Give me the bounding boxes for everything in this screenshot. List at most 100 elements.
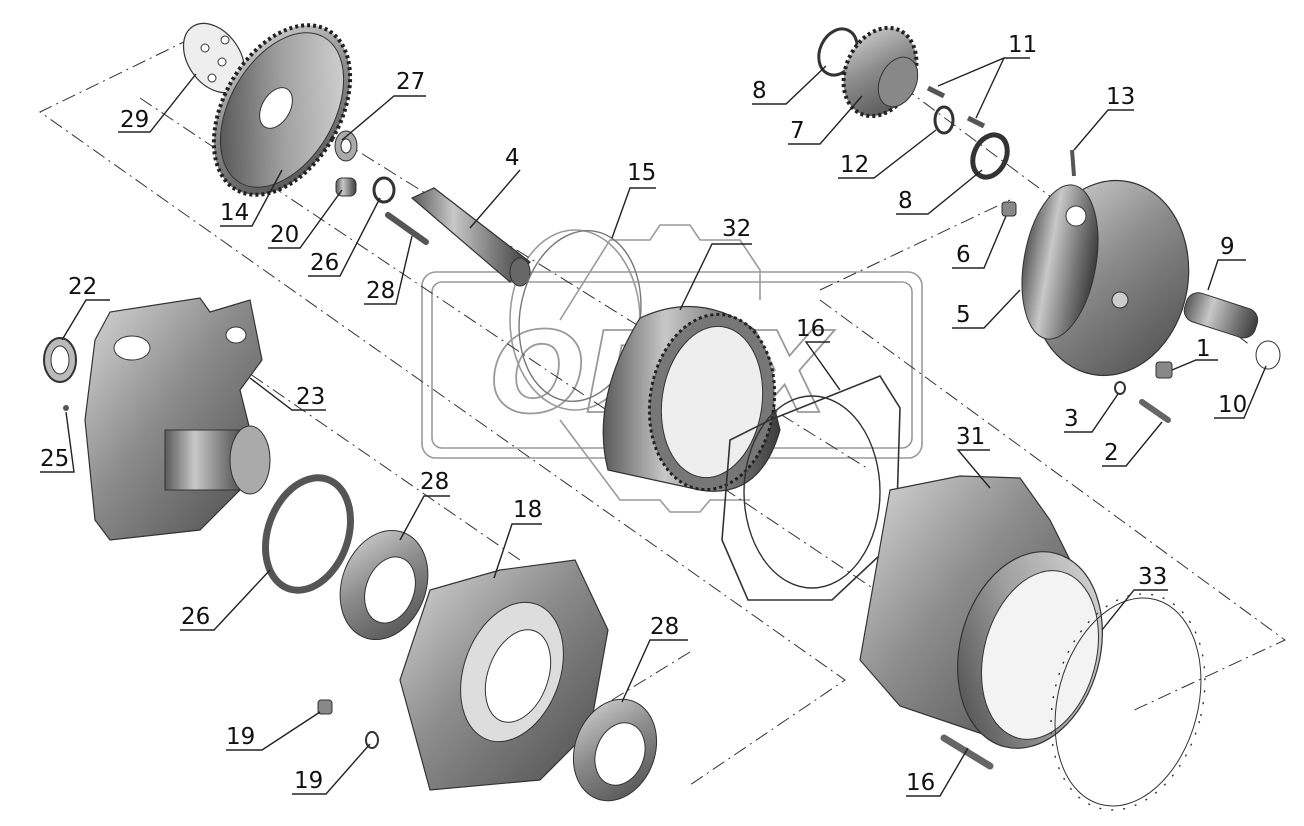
part-number: 18 xyxy=(513,497,542,523)
part-27-shape xyxy=(261,474,355,594)
callout-27: 26 xyxy=(180,569,271,631)
part-22-shape xyxy=(43,337,77,383)
callout-14: 14 xyxy=(220,169,283,227)
callout-5: 5 xyxy=(952,289,1021,329)
callout-1: 1 xyxy=(1171,336,1218,371)
part-number: 20 xyxy=(270,222,299,248)
part-number: 4 xyxy=(505,145,520,171)
part-number: 14 xyxy=(220,200,249,226)
callout-11: 11 xyxy=(937,32,1037,119)
part-number: 6 xyxy=(956,242,971,268)
part-1-shape xyxy=(1155,361,1173,379)
callout-22: 22 xyxy=(61,274,110,341)
part-number: 7 xyxy=(790,118,805,144)
part-number: 31 xyxy=(956,424,985,450)
part-number: 26 xyxy=(181,604,210,630)
callout-28b: 28 xyxy=(621,614,688,703)
part-number: 32 xyxy=(722,216,751,242)
callout-26: 26 xyxy=(308,197,381,277)
part-number: 28 xyxy=(420,469,449,495)
part-18-shape xyxy=(399,559,609,791)
part-4-shape xyxy=(410,187,531,287)
callout-17: 16 xyxy=(796,316,841,391)
part-2-shape xyxy=(1139,399,1171,423)
part-9-shape xyxy=(1183,292,1259,339)
part-number: 9 xyxy=(1220,234,1235,260)
callout-30: 28 xyxy=(364,235,413,305)
callout-12: 12 xyxy=(838,129,937,179)
callout-28a: 28 xyxy=(399,469,450,541)
part-32-shape xyxy=(602,305,781,492)
part-number: 19 xyxy=(226,724,255,750)
part-31-shape xyxy=(859,475,1103,749)
callout-8a: 8 xyxy=(752,65,827,105)
part-number: 22 xyxy=(68,274,97,300)
part-30-shape xyxy=(385,212,429,245)
part-10-shape xyxy=(1255,340,1281,370)
part-29-shape xyxy=(182,22,246,94)
callout-10: 10 xyxy=(1214,365,1267,419)
part-number: 11 xyxy=(1008,32,1037,58)
callout-32: 32 xyxy=(679,216,752,311)
part-24-shape xyxy=(334,130,358,162)
part-number: 25 xyxy=(40,446,69,472)
part-number: 16 xyxy=(796,316,825,342)
part-5-shape xyxy=(1021,179,1190,377)
part-28a-shape xyxy=(339,529,429,641)
part-number: 8 xyxy=(752,78,767,104)
callout-6: 6 xyxy=(952,215,1007,269)
callout-24: 27 xyxy=(341,69,426,141)
part-26-shape xyxy=(372,176,396,204)
part-number: 23 xyxy=(296,384,325,410)
part-number: 13 xyxy=(1106,84,1135,110)
part-number: 28 xyxy=(366,278,395,304)
part-8b-shape xyxy=(970,132,1010,180)
part-number: 26 xyxy=(310,250,339,276)
part-number: 10 xyxy=(1218,392,1247,418)
part-number: 8 xyxy=(898,188,913,214)
part-33-shape xyxy=(1050,593,1206,811)
part-number: 12 xyxy=(840,152,869,178)
callout-18: 18 xyxy=(493,497,542,579)
callout-15: 15 xyxy=(611,160,656,239)
callout-25: 25 xyxy=(40,411,75,473)
part-3-shape xyxy=(1114,381,1126,395)
part-number: 19 xyxy=(294,768,323,794)
part-25-shape xyxy=(63,405,69,411)
callout-29: 29 xyxy=(118,73,197,133)
part-shapes xyxy=(43,22,1281,811)
part-17-shape xyxy=(721,375,901,601)
part-number: 3 xyxy=(1064,406,1079,432)
callout-23: 23 xyxy=(249,377,326,411)
part-6-shape xyxy=(1001,201,1017,217)
part-7-shape xyxy=(841,25,919,119)
callout-33: 33 xyxy=(1101,564,1168,631)
part-28b-shape xyxy=(572,698,658,802)
part-12-shape xyxy=(933,105,955,135)
part-number: 16 xyxy=(906,770,935,796)
callout-13: 13 xyxy=(1073,84,1135,151)
part-16-shape xyxy=(940,734,994,770)
part-number: 2 xyxy=(1104,440,1119,466)
callout-2: 2 xyxy=(1102,421,1163,467)
part-number: 33 xyxy=(1138,564,1167,590)
callout-21: 20 xyxy=(268,189,343,249)
callout-16: 16 xyxy=(906,747,969,797)
callout-9: 9 xyxy=(1207,234,1246,291)
part-14-shape xyxy=(211,23,353,197)
part-13-shape xyxy=(1070,149,1076,177)
part-number: 28 xyxy=(650,614,679,640)
callout-4: 4 xyxy=(469,145,521,229)
callout-31: 31 xyxy=(956,424,991,489)
callout-20: 19 xyxy=(226,711,321,751)
part-number: 5 xyxy=(956,302,971,328)
callout-7: 7 xyxy=(788,95,863,145)
callout-8b: 8 xyxy=(896,169,983,215)
callouts: 29 27 14 20 26 28 4 15 32 22 23 25 28 18… xyxy=(40,32,1267,797)
part-number: 15 xyxy=(627,160,656,186)
callout-19: 19 xyxy=(292,743,371,795)
part-number: 27 xyxy=(396,69,425,95)
part-19-shape xyxy=(365,731,379,749)
part-20-shape xyxy=(317,699,333,715)
